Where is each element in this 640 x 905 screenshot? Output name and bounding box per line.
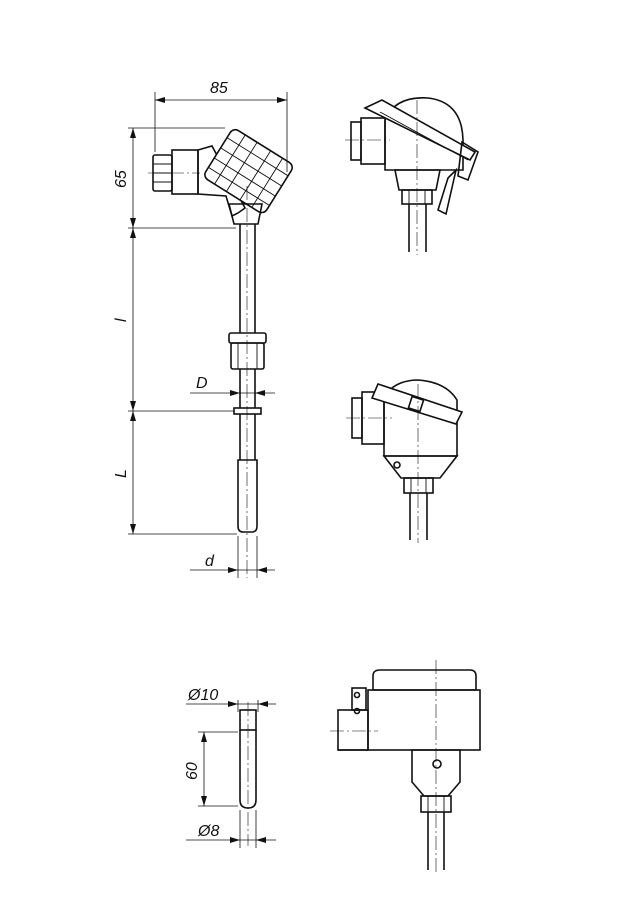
dim-label-65: 65: [113, 170, 130, 188]
washer: [233, 407, 262, 415]
dim-label-D: D: [196, 375, 208, 392]
head-variant-1: [345, 97, 479, 255]
sensor-tip: [237, 459, 258, 533]
dim-label-85: 85: [210, 80, 228, 97]
mount-nut: [228, 332, 267, 370]
head-cap: [204, 128, 293, 214]
dim-label-dia-10: Ø10: [187, 687, 218, 704]
dim-label-L: L: [113, 469, 130, 478]
dim-label-60: 60: [184, 762, 201, 780]
dim-label-dia-8: Ø8: [197, 823, 219, 840]
dim-label-d: d: [205, 553, 215, 570]
cable-gland: [152, 149, 199, 195]
head-neck: [227, 203, 263, 225]
dimension-lines: [128, 92, 288, 578]
main-sensor-view: [148, 128, 293, 578]
head-variant-2: [346, 379, 464, 543]
tip-detail: [186, 700, 276, 848]
head-variant-3: [330, 660, 481, 873]
dim-label-l: l: [113, 318, 130, 322]
